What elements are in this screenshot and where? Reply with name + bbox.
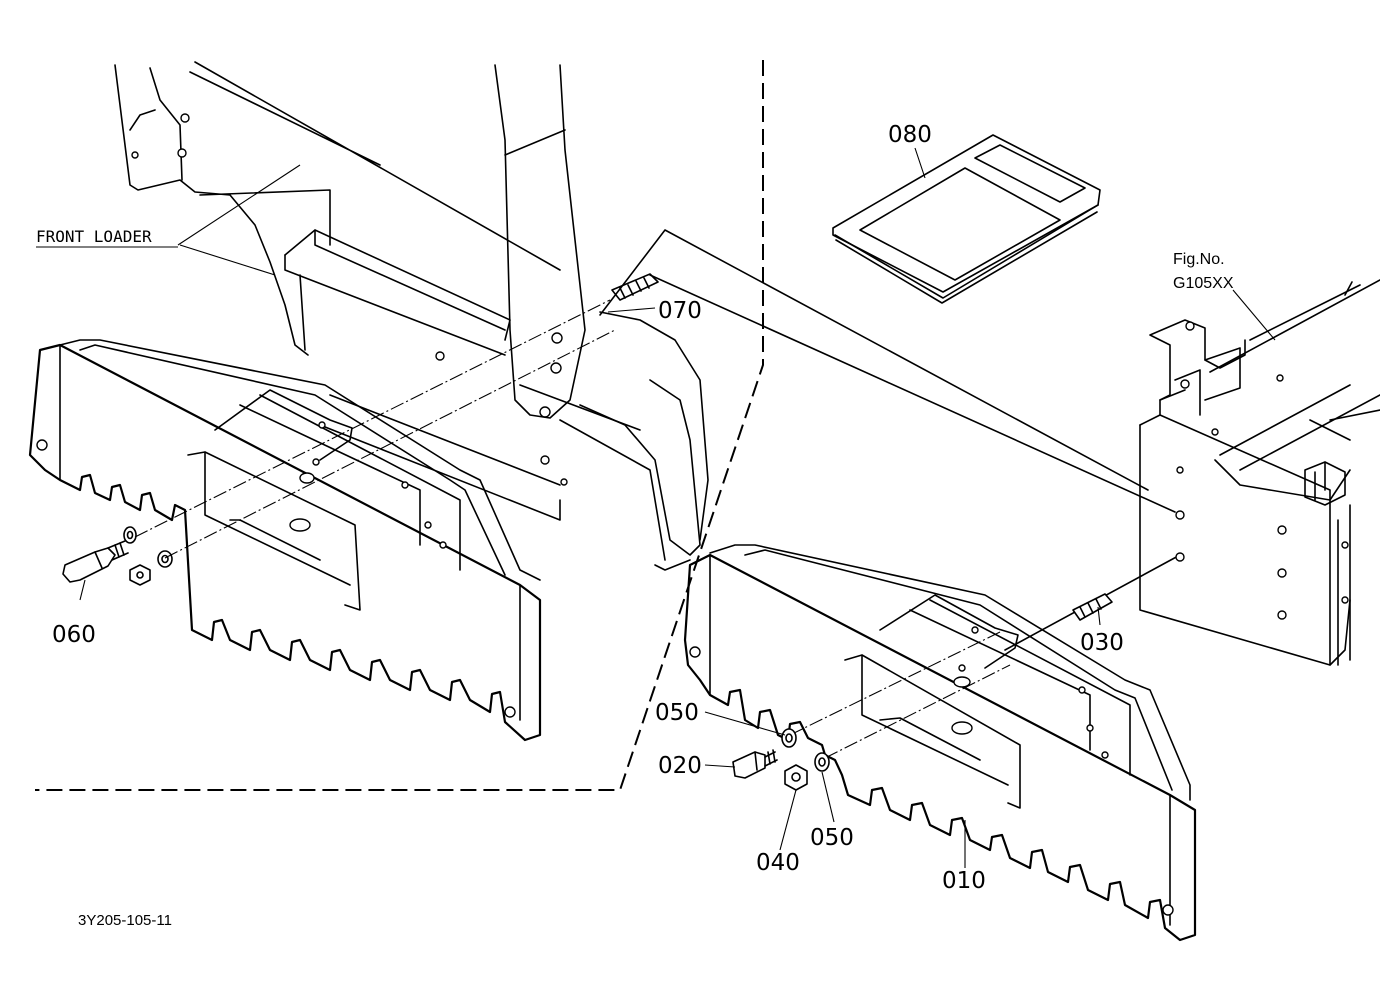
part-label-080[interactable]: 080 — [888, 122, 932, 148]
part-label-010[interactable]: 010 — [942, 868, 986, 894]
part-label-070[interactable]: 070 — [658, 298, 702, 324]
front-loader-frame — [114, 61, 709, 571]
part-label-020[interactable]: 020 — [658, 753, 702, 779]
alignment-lines — [599, 229, 1181, 651]
detail-boundary — [35, 60, 764, 791]
part-label-050-top[interactable]: 050 — [655, 700, 699, 726]
leader-lines — [79, 147, 1276, 868]
front-loader-label: FRONT LOADER — [36, 227, 152, 246]
manual-booklet — [832, 134, 1101, 304]
tractor-frame — [1139, 279, 1380, 666]
fig-no-label: Fig.No. — [1173, 251, 1225, 268]
part-label-050-bottom[interactable]: 050 — [810, 825, 854, 851]
fig-no-code: G105XX — [1173, 275, 1234, 292]
left-hardware — [62, 273, 659, 586]
part-label-040[interactable]: 040 — [756, 850, 800, 876]
right-hardware — [732, 593, 1113, 791]
left-weight-bracket — [28, 339, 542, 742]
part-label-030[interactable]: 030 — [1080, 630, 1124, 656]
right-weight-bracket — [683, 544, 1197, 942]
part-label-060[interactable]: 060 — [52, 622, 96, 648]
drawing-id: 3Y205-105-11 — [78, 912, 172, 929]
